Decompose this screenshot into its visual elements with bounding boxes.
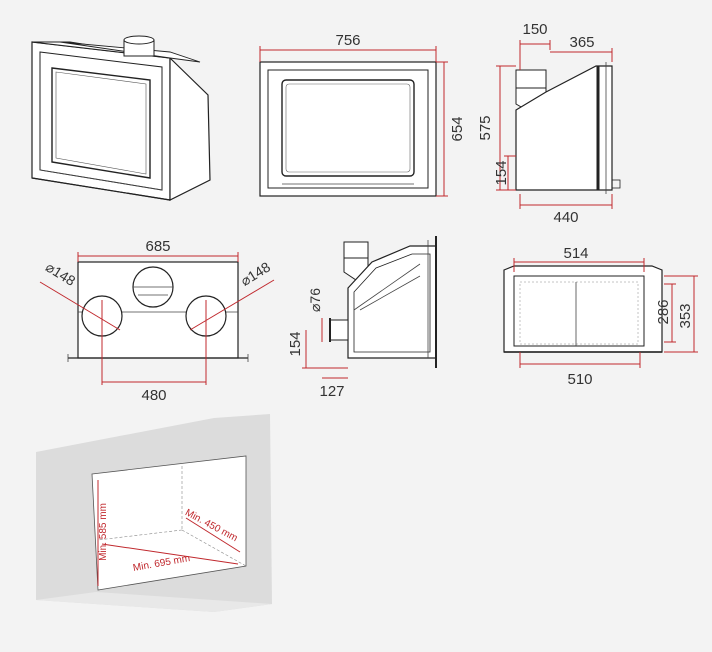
top-spacing-label: 480 <box>141 387 166 404</box>
niche-view: Min. 585 mm Min. 450 mm Min. 695 mm <box>36 414 272 612</box>
section-duct-label: ⌀76 <box>307 288 323 312</box>
rear-top-label: 514 <box>563 245 588 262</box>
niche-height-label: Min. 585 mm <box>98 503 109 561</box>
side-top-b-label: 365 <box>569 34 594 51</box>
side-top-a-label: 150 <box>522 21 547 38</box>
side-low-label: 154 <box>493 160 510 185</box>
side-depth-label: 440 <box>553 209 578 226</box>
rear-inner-height-label: 286 <box>655 299 672 324</box>
section-view: ⌀76 154 127 <box>287 236 437 400</box>
top-duct-left-label: ⌀148 <box>43 259 79 290</box>
top-duct-right-label: ⌀148 <box>238 258 274 289</box>
top-view: 685 ⌀148 ⌀148 480 <box>39 238 275 404</box>
top-width-label: 685 <box>145 238 170 255</box>
rear-outer-height-label: 353 <box>677 303 694 328</box>
section-height-label: 154 <box>287 331 304 356</box>
perspective-view <box>31 35 211 201</box>
rear-view: 514 286 353 510 <box>503 245 698 388</box>
front-height-label: 654 <box>449 116 466 141</box>
front-view: 756 654 <box>259 32 466 197</box>
section-offset-label: 127 <box>319 383 344 400</box>
side-view: 150 365 575 154 440 <box>477 21 621 226</box>
front-width-label: 756 <box>335 32 360 49</box>
side-height-label: 575 <box>477 115 494 140</box>
rear-bottom-label: 510 <box>567 371 592 388</box>
